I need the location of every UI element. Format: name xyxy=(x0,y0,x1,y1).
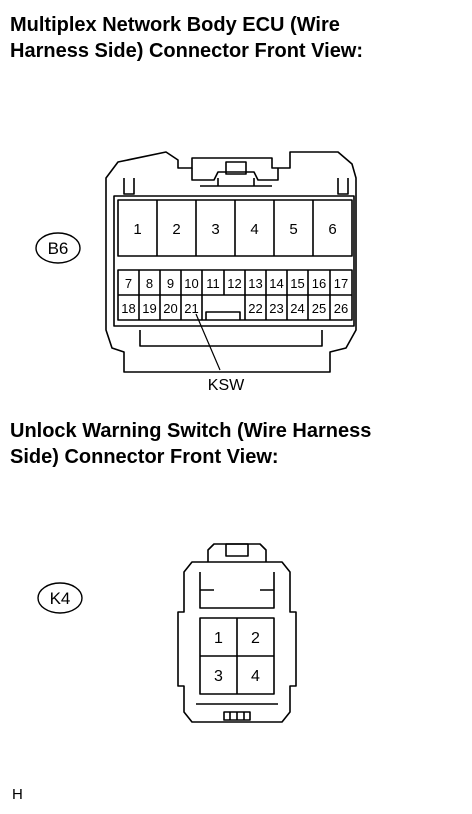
b6-inner-frame xyxy=(113,195,355,327)
b6-empty-cavity xyxy=(205,311,241,320)
b6-code-badge: B6 xyxy=(35,232,81,264)
k4-pin-dividers xyxy=(200,618,274,694)
k4-code-badge: K4 xyxy=(37,582,83,614)
k4-pin-2: 2 xyxy=(251,630,260,647)
k4-title-line-2: Side) Connector Front View: xyxy=(10,446,279,468)
b6-left-key xyxy=(123,178,135,195)
k4-top-tab xyxy=(207,543,267,562)
k4-bottom-lock xyxy=(196,703,278,721)
k4-pin-3: 3 xyxy=(214,668,223,685)
b6-pin-14: 14 xyxy=(269,276,283,291)
ksw-callout-label: KSW xyxy=(208,377,245,394)
b6-right-key xyxy=(337,178,349,195)
b6-housing-outline xyxy=(105,151,357,373)
b6-latch xyxy=(191,168,279,181)
b6-pin-25: 25 xyxy=(312,301,326,316)
b6-pin-9: 9 xyxy=(167,276,174,291)
b6-pin-11: 11 xyxy=(206,276,220,291)
b6-latch-rail xyxy=(200,178,272,187)
b6-pin-7: 7 xyxy=(125,276,132,291)
b6-pin-17: 17 xyxy=(334,276,348,291)
b6-pin-1: 1 xyxy=(133,221,141,238)
footer-mark: H xyxy=(12,786,23,803)
b6-pin-19: 19 xyxy=(142,301,156,316)
b6-pin-24: 24 xyxy=(290,301,304,316)
b6-code-label: B6 xyxy=(48,239,69,258)
b6-pin-18: 18 xyxy=(121,301,135,316)
k4-pin-4: 4 xyxy=(251,668,260,685)
k4-pin-1: 1 xyxy=(214,630,223,647)
b6-pin-3: 3 xyxy=(211,221,219,238)
b6-pin-13: 13 xyxy=(248,276,262,291)
b6-pin-23: 23 xyxy=(269,301,283,316)
k4-connector xyxy=(177,543,297,723)
b6-latch-slot xyxy=(225,161,247,175)
b6-pin-16: 16 xyxy=(312,276,326,291)
b6-pin-6: 6 xyxy=(328,221,336,238)
k4-housing-outline xyxy=(177,561,297,723)
b6-pin-21: 21 xyxy=(184,301,198,316)
b6-pin-22: 22 xyxy=(248,301,262,316)
ksw-leader-line xyxy=(195,313,221,371)
b6-pin-2: 2 xyxy=(172,221,180,238)
b6-large-pin-dividers xyxy=(156,200,314,256)
b6-connector-title: Multiplex Network Body ECU (Wire Harness… xyxy=(10,12,363,64)
b6-pin-8: 8 xyxy=(146,276,153,291)
b6-connector xyxy=(105,151,357,373)
b6-pin-4: 4 xyxy=(250,221,258,238)
k4-code-label: K4 xyxy=(50,589,71,608)
b6-pin-15: 15 xyxy=(290,276,304,291)
b6-title-line-2: Harness Side) Connector Front View: xyxy=(10,40,364,62)
k4-top-tab-slot xyxy=(225,543,249,557)
b6-title-line-1: Multiplex Network Body ECU (Wire xyxy=(10,14,340,36)
k4-bottom-lock-ribs xyxy=(229,712,245,720)
k4-connector-title: Unlock Warning Switch (Wire Harness Side… xyxy=(10,418,371,470)
b6-small-pin-dividers xyxy=(138,270,331,320)
b6-pin-10: 10 xyxy=(184,276,198,291)
b6-bottom-step xyxy=(139,330,323,347)
k4-title-line-1: Unlock Warning Switch (Wire Harness xyxy=(10,420,372,442)
b6-pin-26: 26 xyxy=(334,301,348,316)
b6-pin-5: 5 xyxy=(289,221,297,238)
b6-pin-20: 20 xyxy=(163,301,177,316)
b6-pin-12: 12 xyxy=(227,276,241,291)
